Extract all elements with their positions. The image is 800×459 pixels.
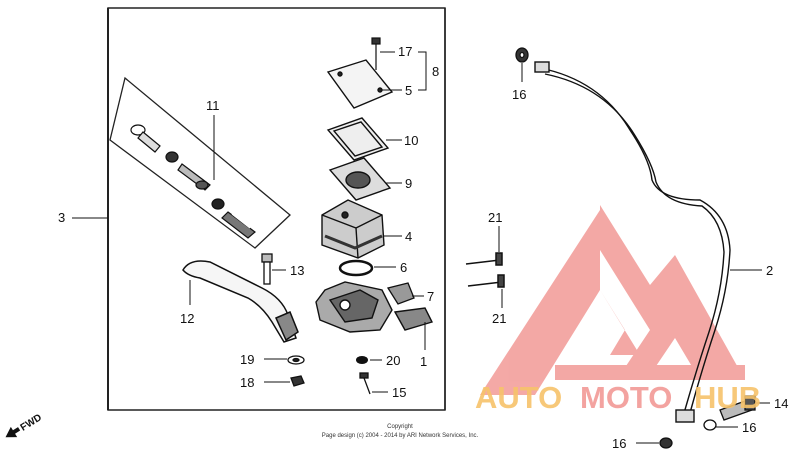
diaphragm-9 — [328, 157, 392, 201]
reservoir-cap-5 — [326, 59, 394, 109]
callout-12: 12 — [180, 311, 194, 326]
callout-5: 5 — [405, 83, 412, 98]
fwd-label: FWD — [19, 412, 44, 433]
piston-kit-outline — [109, 76, 291, 249]
callout-21-upper: 21 — [488, 210, 502, 225]
callout-16-left: 16 — [612, 436, 626, 451]
callout-15: 15 — [392, 385, 406, 400]
callout-labels: 11 3 17 8 5 10 9 4 6 7 1 13 12 19 18 20 … — [58, 44, 788, 451]
watermark-text: AUTO MOTO HUB — [475, 380, 761, 415]
callout-4: 4 — [405, 229, 412, 244]
callout-13: 13 — [290, 263, 304, 278]
callout-2: 2 — [766, 263, 773, 278]
bolt-21-lower — [467, 274, 505, 288]
forward-direction-indicator: FWD — [5, 412, 44, 438]
screw-15 — [359, 372, 371, 395]
copyright-line1: Copyright — [387, 424, 413, 430]
plate-10 — [326, 117, 390, 161]
callout-1: 1 — [420, 354, 427, 369]
callout-17: 17 — [398, 44, 412, 59]
copyright-line2: Page design (c) 2004 - 2014 by ARI Netwo… — [322, 433, 479, 439]
cap-20 — [356, 356, 368, 364]
bolt-21-upper — [465, 252, 503, 266]
brake-lever-12 — [182, 260, 299, 343]
watermark-auto: AUTO — [475, 380, 562, 415]
leader-lines — [72, 51, 770, 444]
washer-19 — [287, 355, 305, 365]
washer-16-top — [515, 47, 529, 63]
callout-8: 8 — [432, 64, 439, 79]
callout-16-top: 16 — [512, 87, 526, 102]
brake-hose-2 — [534, 61, 731, 423]
automotohub-watermark-logo — [480, 205, 745, 395]
banjo-bolt-14 — [719, 395, 756, 421]
callout-21-lower: 21 — [492, 311, 506, 326]
watermark-moto: MOTO — [580, 380, 672, 415]
reservoir-4 — [321, 199, 385, 259]
callout-3: 3 — [58, 210, 65, 225]
switch-7 — [386, 282, 415, 305]
washer-16-bottom-right — [703, 419, 717, 431]
pivot-bolt-13 — [261, 253, 273, 285]
nut-18 — [290, 375, 305, 387]
callout-20: 20 — [386, 353, 400, 368]
callout-7: 7 — [427, 289, 434, 304]
callout-19: 19 — [240, 352, 254, 367]
callout-14: 14 — [774, 396, 788, 411]
screw-17 — [371, 37, 381, 70]
assembly-outline — [107, 7, 446, 411]
callout-6: 6 — [400, 260, 407, 275]
watermark-hub: HUB — [694, 380, 761, 415]
piston-kit-parts — [130, 124, 256, 239]
callout-11: 11 — [206, 98, 220, 113]
callout-18: 18 — [240, 375, 254, 390]
washer-16-bottom-left — [659, 437, 673, 449]
callout-10: 10 — [404, 133, 418, 148]
callout-9: 9 — [405, 176, 412, 191]
fwd-arrow-icon — [5, 426, 21, 438]
master-cylinder-body-1 — [315, 281, 433, 333]
callout-16-right: 16 — [742, 420, 756, 435]
o-ring-6 — [338, 259, 374, 277]
